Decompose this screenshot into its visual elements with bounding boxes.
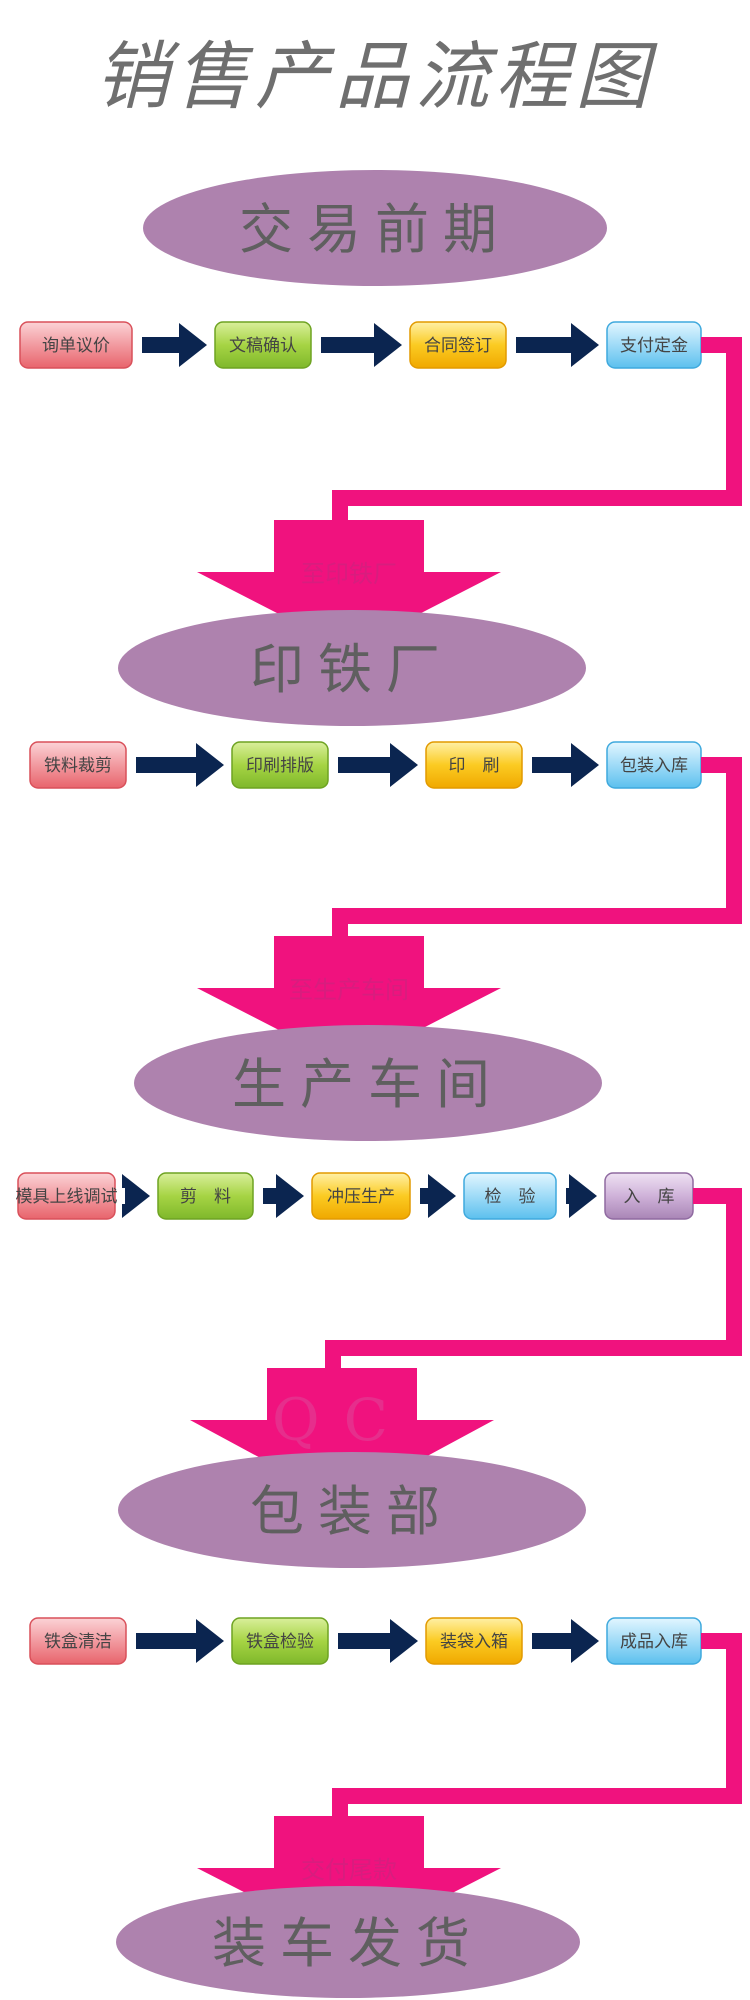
- step-label: 支付定金: [620, 336, 688, 356]
- stage-ellipse: [143, 170, 607, 286]
- step-box: [17, 1172, 116, 1220]
- step-label: 冲压生产: [327, 1187, 395, 1207]
- step-label: 成品入库: [620, 1632, 688, 1652]
- connector-line: [332, 757, 742, 936]
- step-label: 印 刷: [449, 756, 500, 776]
- step-box: [425, 1617, 523, 1665]
- step-box: [409, 321, 507, 369]
- flow-arrow: [136, 1619, 224, 1663]
- step-label: 铁料裁剪: [44, 756, 112, 776]
- flow-arrow: [142, 323, 207, 367]
- step-label: 装袋入箱: [440, 1632, 508, 1652]
- transition-arrow: [197, 936, 501, 1066]
- stage-ellipse: [116, 1886, 580, 1998]
- step-label: 合同签订: [424, 336, 492, 356]
- step-label: 模具上线调试: [16, 1187, 118, 1207]
- stage-title: 生产车间: [232, 1053, 504, 1116]
- transition-label: QC: [272, 1386, 412, 1454]
- step-box: [311, 1172, 411, 1220]
- step-label: 检 验: [485, 1187, 536, 1207]
- step-label: 铁盒检验: [246, 1632, 314, 1652]
- flow-arrow: [122, 1174, 150, 1218]
- flow-arrow: [532, 1619, 599, 1663]
- step-label: 剪 料: [180, 1187, 231, 1207]
- step-box: [231, 1617, 329, 1665]
- step-label: 询单议价: [42, 336, 110, 356]
- step-box: [214, 321, 312, 369]
- flow-arrow: [338, 1619, 418, 1663]
- stage-title: 交易前期: [239, 198, 511, 261]
- step-label: 印刷排版: [246, 756, 314, 776]
- flow-arrow: [516, 323, 599, 367]
- flow-arrow: [263, 1174, 304, 1218]
- stage-title: 印铁厂: [250, 638, 454, 701]
- transition-label: 至印铁厂: [301, 560, 397, 588]
- transition-label: 交付尾款: [301, 1856, 397, 1884]
- stage-5: 装车发货: [116, 1886, 580, 1998]
- transition-arrow: [197, 1816, 501, 1946]
- connector-line: [332, 337, 742, 520]
- flow-arrow: [566, 1174, 597, 1218]
- transition-arrow: [197, 520, 501, 650]
- connector-line: [332, 1633, 742, 1816]
- step-box: [29, 1617, 127, 1665]
- flow-arrow: [420, 1174, 456, 1218]
- flow-arrow: [136, 743, 224, 787]
- flow-arrow: [321, 323, 402, 367]
- stage-ellipse: [134, 1025, 602, 1141]
- step-label: 入 库: [624, 1187, 675, 1207]
- stage-title: 装车发货: [212, 1912, 484, 1975]
- stage-ellipse: [118, 610, 586, 726]
- transition-label: 至生产车间: [289, 976, 409, 1004]
- step-box: [463, 1172, 557, 1220]
- connector-line: [325, 1188, 742, 1368]
- flow-arrow: [338, 743, 418, 787]
- step-box: [29, 741, 127, 789]
- flowchart-title: 销售产品流程图: [95, 34, 658, 120]
- flow-arrow: [532, 743, 599, 787]
- stage-title: 包装部: [250, 1480, 454, 1543]
- step-box: [231, 741, 329, 789]
- step-label: 文稿确认: [229, 336, 297, 356]
- stage-ellipse: [118, 1452, 586, 1568]
- step-box: [19, 321, 133, 369]
- step-label: 包装入库: [620, 756, 688, 776]
- step-box: [425, 741, 523, 789]
- transition-arrow: [190, 1368, 494, 1502]
- stage-sections: 交易前期询单议价文稿确认合同签订支付定金至印铁厂印铁厂铁料裁剪印刷排版印 刷包装…: [16, 170, 742, 1998]
- step-label: 铁盒清洁: [44, 1632, 112, 1652]
- step-box: [157, 1172, 254, 1220]
